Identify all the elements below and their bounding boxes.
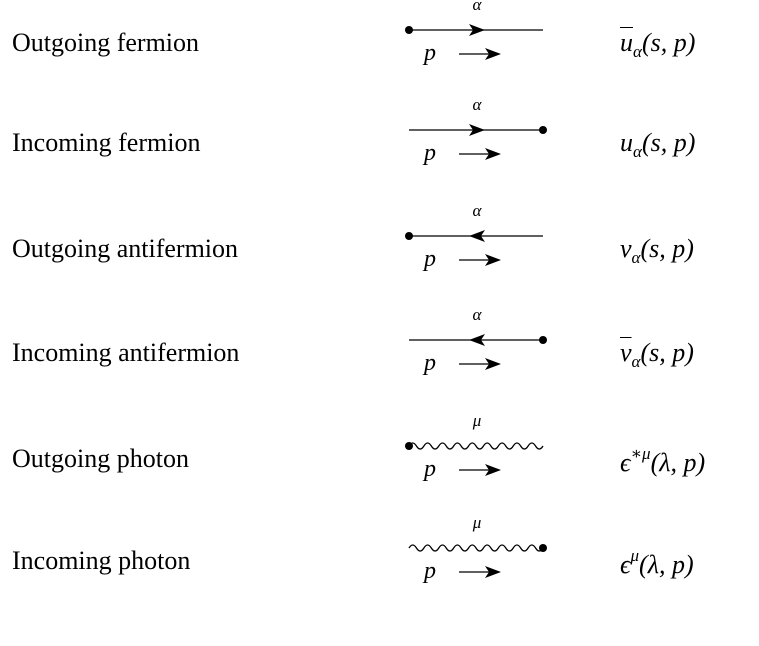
rule-arguments: (λ, p) bbox=[650, 448, 706, 477]
subscript-index: α bbox=[631, 352, 641, 371]
particle-label: Incoming fermion bbox=[12, 128, 201, 157]
rule-arguments: (s, p) bbox=[641, 28, 696, 57]
vertex-dot bbox=[405, 442, 413, 450]
subscript-index: α bbox=[631, 248, 641, 267]
particle-label: Incoming antifermion bbox=[12, 338, 240, 367]
rule-arguments: (s, p) bbox=[641, 128, 696, 157]
momentum-arrow-head bbox=[485, 566, 501, 578]
particle-label: Outgoing photon bbox=[12, 444, 189, 473]
external-line-diagram: αp bbox=[405, 0, 543, 66]
index-label: μ bbox=[472, 513, 482, 532]
vertex-dot bbox=[539, 544, 547, 552]
particle-label: Outgoing fermion bbox=[12, 28, 200, 57]
feynman-rule-expression: vα(s, p) bbox=[620, 234, 694, 268]
feynman-rule-expression: ϵ∗μ(λ, p) bbox=[620, 444, 705, 478]
spinor-symbol: u bbox=[620, 128, 633, 157]
feynman-rule-expression: uα(s, p) bbox=[620, 28, 695, 62]
fermion-flow-arrow bbox=[469, 230, 485, 242]
spinor-symbol: ϵ bbox=[620, 448, 631, 477]
fermion-flow-arrow bbox=[469, 124, 485, 136]
index-label: μ bbox=[472, 411, 482, 430]
spinor-symbol: v bbox=[620, 338, 632, 367]
momentum-label: p bbox=[422, 558, 436, 584]
external-line-diagram: αp bbox=[409, 305, 547, 376]
photon-wavy-line bbox=[408, 544, 544, 552]
vertex-dot bbox=[539, 336, 547, 344]
momentum-label: p bbox=[422, 40, 436, 66]
external-line-diagram: αp bbox=[405, 201, 543, 272]
momentum-arrow-head bbox=[485, 148, 501, 160]
feynman-rule-expression: uα(s, p) bbox=[620, 128, 695, 162]
vertex-dot bbox=[539, 126, 547, 134]
momentum-label: p bbox=[422, 456, 436, 482]
subscript-index: α bbox=[633, 142, 642, 161]
spinor-symbol: v bbox=[620, 234, 632, 263]
momentum-arrow-head bbox=[485, 464, 501, 476]
particle-label: Incoming photon bbox=[12, 546, 191, 575]
fermion-flow-arrow bbox=[469, 334, 485, 346]
momentum-arrow-head bbox=[485, 254, 501, 266]
index-label: α bbox=[473, 201, 483, 220]
spinor-symbol: u bbox=[620, 28, 633, 57]
external-line-diagram: αp bbox=[409, 95, 547, 166]
vertex-dot bbox=[405, 232, 413, 240]
momentum-label: p bbox=[422, 246, 436, 272]
vertex-dot bbox=[405, 26, 413, 34]
particle-label: Outgoing antifermion bbox=[12, 234, 239, 263]
rule-arguments: (s, p) bbox=[640, 338, 694, 367]
momentum-arrow-head bbox=[485, 358, 501, 370]
momentum-label: p bbox=[422, 350, 436, 376]
spinor-symbol: ϵ bbox=[620, 550, 631, 579]
superscript-index: ∗μ bbox=[630, 444, 651, 463]
external-line-diagram: μp bbox=[408, 513, 547, 584]
rule-arguments: (λ, p) bbox=[639, 550, 694, 579]
rule-arguments: (s, p) bbox=[640, 234, 694, 263]
superscript-index: μ bbox=[630, 546, 640, 565]
index-label: α bbox=[473, 95, 483, 114]
momentum-arrow-head bbox=[485, 48, 501, 60]
photon-wavy-line bbox=[408, 442, 544, 450]
subscript-index: α bbox=[633, 42, 642, 61]
fermion-flow-arrow bbox=[469, 24, 485, 36]
index-label: α bbox=[473, 305, 483, 324]
index-label: α bbox=[473, 0, 483, 14]
momentum-label: p bbox=[422, 140, 436, 166]
feynman-rule-expression: vα(s, p) bbox=[620, 338, 694, 372]
feynman-rule-expression: ϵμ(λ, p) bbox=[620, 546, 694, 580]
external-line-diagram: μp bbox=[405, 411, 544, 482]
